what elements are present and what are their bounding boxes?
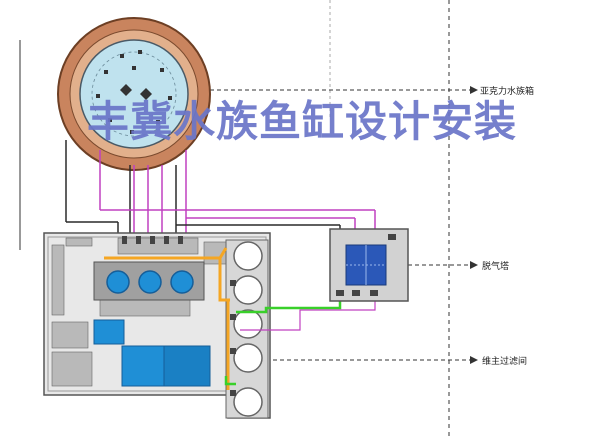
orange-pipe (104, 247, 230, 390)
round-acrylic-tank (57, 17, 211, 171)
label-degassing-tower: 脱气塔 (482, 262, 510, 272)
magenta-return-pipe (240, 294, 376, 331)
watermark-title: 丰冀水族鱼缸设计安装 (86, 97, 517, 146)
filter-room-plan (43, 232, 271, 419)
label-main-filter-room: 维主过滤间 (482, 357, 528, 367)
arrow-markers (470, 86, 478, 364)
label-acrylic-tank: 亚克力水族箱 (480, 87, 535, 97)
degassing-tower (329, 228, 409, 302)
